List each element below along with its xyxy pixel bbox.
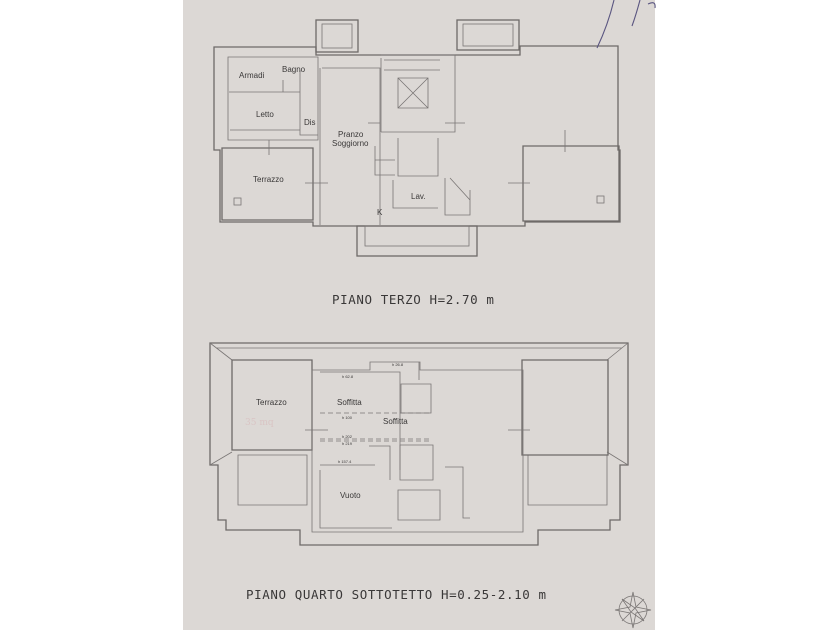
floor-3-title: PIANO TERZO H=2.70 m bbox=[332, 292, 495, 307]
room-label-soffitta: Soffitta bbox=[383, 417, 408, 426]
height-label: h 219 bbox=[342, 441, 353, 446]
room-label-bagno: Bagno bbox=[282, 65, 306, 74]
paper-sheet bbox=[183, 0, 655, 630]
height-label: h 26.8 bbox=[392, 362, 404, 367]
room-label-terrazzo: Terrazzo bbox=[253, 175, 284, 184]
room-label-soggiorno: Soggiorno bbox=[332, 139, 369, 148]
floor-3-plan bbox=[213, 19, 621, 257]
height-label: h 202 bbox=[342, 434, 353, 439]
room-label-lav: Lav. bbox=[411, 192, 426, 201]
height-label: h 157.4 bbox=[338, 459, 352, 464]
room-label-terrazzo: Terrazzo bbox=[256, 398, 287, 407]
room-label-k: K bbox=[377, 208, 383, 217]
room-label-dis: Dis bbox=[304, 118, 316, 127]
height-label: h 100 bbox=[342, 415, 353, 420]
floor-4-plan bbox=[209, 342, 629, 546]
floor-4-title: PIANO QUARTO SOTTOTETTO H=0.25-2.10 m bbox=[246, 587, 547, 602]
room-label-pranzo: Pranzo bbox=[338, 130, 364, 139]
room-label-letto: Letto bbox=[256, 110, 274, 119]
height-label: h 62.8 bbox=[342, 374, 354, 379]
handwritten-mark bbox=[596, 0, 656, 49]
room-label-soffitta: Soffitta bbox=[337, 398, 362, 407]
handwritten-area-note: 35 mq bbox=[245, 418, 274, 428]
room-label-armadi: Armadi bbox=[239, 71, 265, 80]
compass-rose-icon bbox=[614, 591, 652, 629]
room-label-vuoto: Vuoto bbox=[340, 491, 361, 500]
